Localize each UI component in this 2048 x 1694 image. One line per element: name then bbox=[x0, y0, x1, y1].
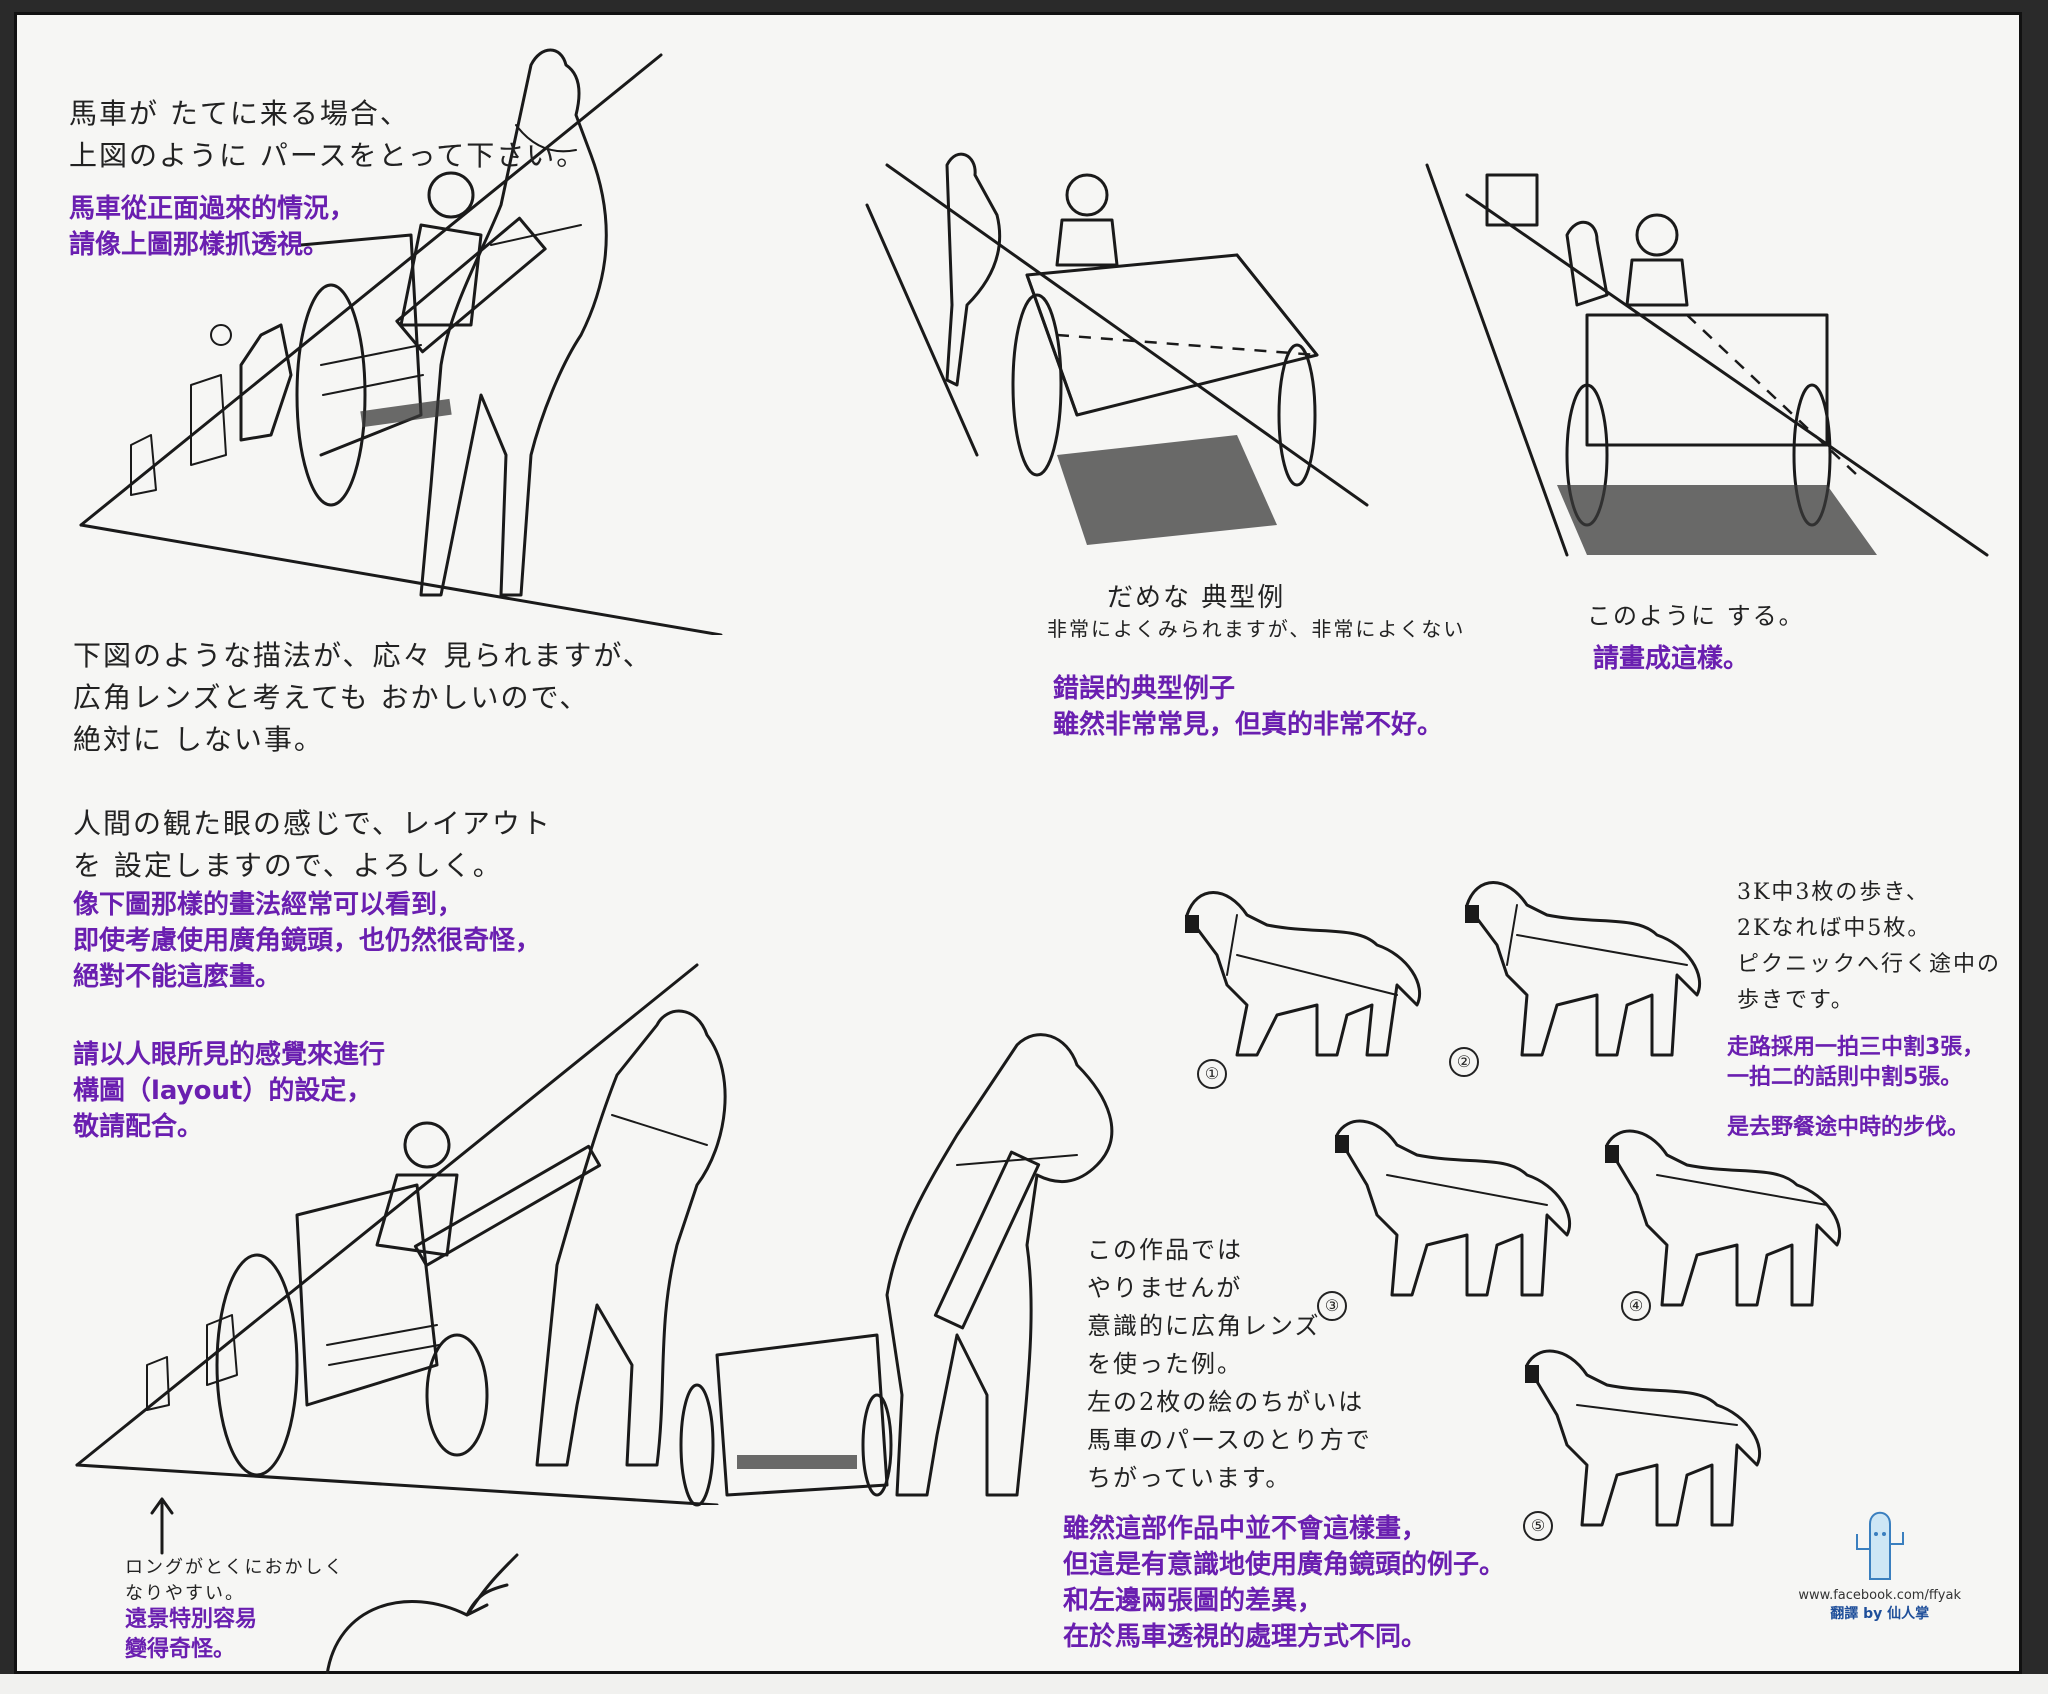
note-jp-top-left: 馬車が たてに来る場合、 上図のように パースをとって下さい。 bbox=[69, 97, 587, 172]
note-jp-wide-lens: この作品では やりませんが 意識的に広角レンズ を使った例。 左の2枚の絵のちが… bbox=[1087, 1236, 1372, 1492]
note-jp-bottom-left: ロングがとくにおかしく なりやすい。 bbox=[125, 1557, 345, 1604]
sketch-cart-wide-lens bbox=[657, 1015, 1137, 1535]
sketch-horse-walk-4 bbox=[1587, 1105, 1857, 1325]
sketch-hair-figure bbox=[317, 1545, 537, 1675]
sketch-horse-walk-3 bbox=[1317, 1095, 1587, 1315]
cactus-mascot-icon bbox=[1855, 1511, 1904, 1580]
sketch-cart-front-perspective bbox=[61, 35, 741, 635]
note-zh-wide-lens: 雖然這部作品中並不會這樣畫， 但這是有意識地使用廣角鏡頭的例子。 和左邊兩張圖的… bbox=[1063, 1514, 1506, 1652]
note-zh-right: 請畫成這樣。 bbox=[1593, 644, 1750, 674]
sketch-sheet: 馬車が たてに来る場合、 上図のように パースをとって下さい。 馬車從正面過來的… bbox=[14, 12, 2022, 1675]
sketch-wrong-example bbox=[857, 125, 1377, 565]
frame-number-2: ② bbox=[1449, 1047, 1479, 1077]
credit-translator: 翻譯 by 仙人掌 bbox=[1830, 1606, 1930, 1622]
note-zh-bottom-left: 遠景特別容易 變得奇怪。 bbox=[125, 1607, 258, 1662]
sketch-horse-walk-2 bbox=[1447, 845, 1717, 1075]
note-zh-walk-2: 是去野餐途中時的步伐。 bbox=[1727, 1115, 1970, 1140]
sketch-correct-example bbox=[1407, 155, 2007, 575]
frame-number-3: ③ bbox=[1317, 1291, 1347, 1321]
translator-credit: www.facebook.com/ffyak 翻譯 by 仙人掌 bbox=[1798, 1504, 1961, 1623]
note-zh-walk-1: 走路採用一拍三中割3張， 一拍二的話則中割5張。 bbox=[1727, 1035, 1985, 1090]
note-zh-wrong: 錯誤的典型例子 雖然非常常見，但真的非常不好。 bbox=[1053, 674, 1444, 740]
note-jp-walk: 3K中3枚の歩き、 2Kなれば中5枚。 ピクニックへ行く途中の 歩きです。 bbox=[1737, 880, 2002, 1013]
note-zh-middle-left-2: 請以人眼所見的感覺來進行 構圖（layout）的設定， 敬請配合。 bbox=[73, 1040, 386, 1142]
frame-number-4: ④ bbox=[1621, 1291, 1651, 1321]
sketch-cart-bottom-left bbox=[57, 945, 737, 1505]
note-jp-right-caption: このように する。 bbox=[1587, 602, 1805, 630]
arrow-up-icon bbox=[147, 1495, 177, 1555]
note-zh-top-left: 馬車從正面過來的情況， 請像上圖那樣抓透視。 bbox=[69, 194, 356, 260]
note-jp-middle-left: 下図のような描法が、応々 見られますが、 広角レンズと考えても おかしいので、 … bbox=[73, 639, 653, 882]
note-zh-middle-left-1: 像下圖那樣的畫法經常可以看到， 即使考慮使用廣角鏡頭，也仍然很奇怪， 絕對不能這… bbox=[73, 890, 542, 992]
frame-number-5: ⑤ bbox=[1523, 1511, 1553, 1541]
credit-url: www.facebook.com/ffyak bbox=[1798, 1588, 1961, 1603]
sketch-horse-walk-1 bbox=[1167, 855, 1437, 1075]
frame-number-1: ① bbox=[1197, 1059, 1227, 1089]
note-jp-wrong-sub: 非常によくみられますが、非常によくない bbox=[1047, 617, 1466, 641]
page-bottom-strip bbox=[0, 1674, 2048, 1694]
note-jp-wrong-caption: だめな 典型例 bbox=[1107, 583, 1286, 613]
sketch-horse-walk-5 bbox=[1507, 1325, 1777, 1545]
